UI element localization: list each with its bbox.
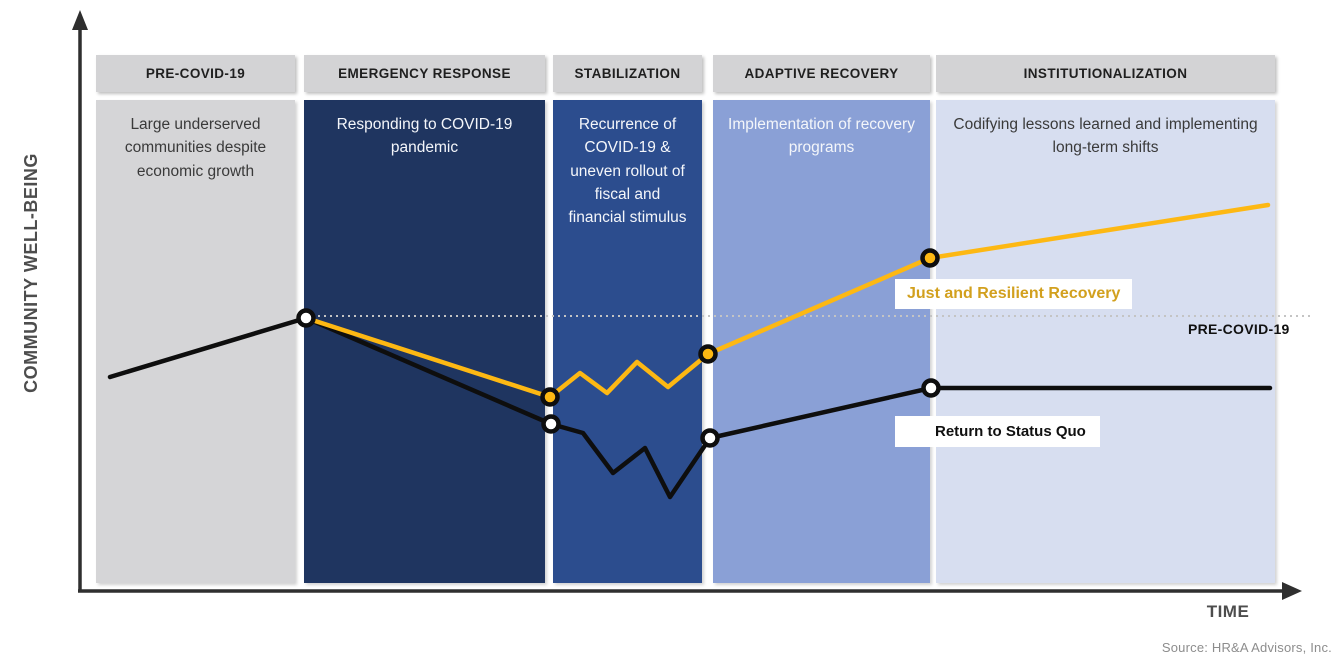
label-return-status-quo: Return to Status Quo — [895, 416, 1100, 447]
x-axis-label: TIME — [1206, 602, 1250, 621]
phase-body-adaptive-recovery: Implementation of recovery programs — [713, 100, 930, 583]
phase-header-adaptive-recovery: ADAPTIVE RECOVERY — [713, 55, 930, 92]
phase-body-stabilization: Recurrence of COVID-19 & uneven rollout … — [553, 100, 702, 583]
phase-body-emergency-response: Responding to COVID-19 pandemic — [304, 100, 545, 583]
phase-header-stabilization: STABILIZATION — [553, 55, 702, 92]
phase-header-emergency-response: EMERGENCY RESPONSE — [304, 55, 545, 92]
phase-body-institutionalization: Codifying lessons learned and implementi… — [936, 100, 1275, 583]
y-axis-label: COMMUNITY WELL-BEING — [21, 153, 41, 393]
label-precovid-baseline: PRE-COVID-19 — [1188, 321, 1290, 337]
phase-header-precovid: PRE-COVID-19 — [96, 55, 295, 92]
x-axis-arrowhead-icon — [1282, 582, 1302, 600]
y-axis-arrowhead-icon — [72, 10, 88, 30]
phase-header-institutionalization: INSTITUTIONALIZATION — [936, 55, 1275, 92]
source-credit: Source: HR&A Advisors, Inc. — [1161, 640, 1332, 655]
label-just-resilient-recovery: Just and Resilient Recovery — [895, 279, 1133, 309]
phase-body-precovid: Large underserved communities despite ec… — [96, 100, 295, 583]
